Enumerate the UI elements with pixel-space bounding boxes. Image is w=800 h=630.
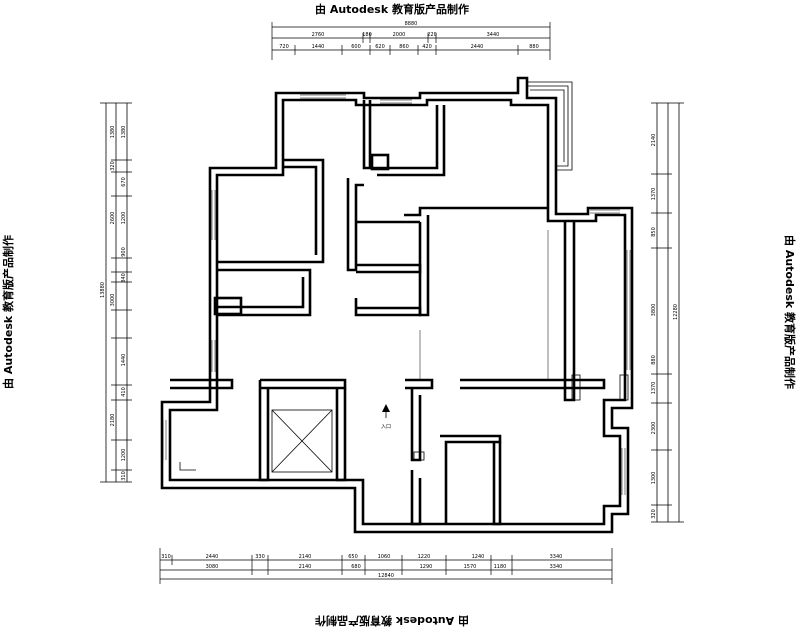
dim-bottom-r1-0: 310 xyxy=(161,554,171,560)
dim-left-2: 320 xyxy=(110,161,116,171)
dim-bottom-r1-7: 1240 xyxy=(472,554,485,560)
dim-left-total: 13880 xyxy=(100,282,106,298)
dim-right-2: 850 xyxy=(651,227,657,237)
dim-top-total: 8880 xyxy=(405,21,418,27)
exterior-walls xyxy=(160,76,634,534)
dim-right-0: 2140 xyxy=(651,134,657,147)
dim-left-9: 1440 xyxy=(121,354,127,367)
dim-top-r1-1: 180 xyxy=(362,32,372,38)
dim-bottom-r2-3: 1290 xyxy=(420,564,433,570)
dim-top-r2-7: 880 xyxy=(529,44,539,50)
dim-bottom-r1-8: 3340 xyxy=(550,554,563,560)
columns xyxy=(213,153,629,401)
dim-top-r2-6: 2440 xyxy=(471,44,484,50)
room-inner-lines xyxy=(216,230,549,380)
dim-top-r1-4: 3440 xyxy=(487,32,500,38)
dimension-right: 12280 2140 1370 850 3800 880 1370 2300 1… xyxy=(651,102,684,523)
balcony-top xyxy=(527,81,573,171)
dim-top-r2-0: 720 xyxy=(279,44,289,50)
dim-right-total: 12280 xyxy=(673,304,679,320)
dim-bottom-total: 12840 xyxy=(378,573,394,579)
dim-left-3: 670 xyxy=(121,177,127,187)
dimension-left: 13880 1380 1380 320 670 2600 1200 900 84… xyxy=(100,102,132,483)
dim-left-10: 410 xyxy=(121,387,127,397)
dim-top-r1-3: 220 xyxy=(427,32,437,38)
dim-left-12: 1200 xyxy=(121,449,127,462)
dim-bottom-r1-5: 1060 xyxy=(378,554,391,560)
dim-bottom-r2-2: 680 xyxy=(351,564,361,570)
dim-top-r2-2: 600 xyxy=(351,44,361,50)
dim-right-8: 320 xyxy=(651,509,657,519)
dim-bottom-r2-1: 2140 xyxy=(299,564,312,570)
dim-top-r2-5: 420 xyxy=(422,44,432,50)
dim-bottom-r2-4: 1570 xyxy=(464,564,477,570)
dim-bottom-r2-6: 3340 xyxy=(550,564,563,570)
watermark-top: 由 Autodesk 教育版产品制作 xyxy=(315,2,469,16)
dim-bottom-r2-5: 1180 xyxy=(494,564,507,570)
entrance-arrow-icon xyxy=(382,404,390,412)
dim-bottom-r1-1: 2440 xyxy=(206,554,219,560)
entrance-label: 入口 xyxy=(381,424,391,430)
dim-left-5: 1200 xyxy=(121,212,127,225)
fixture-left-room xyxy=(179,451,425,471)
dim-left-6: 900 xyxy=(121,247,127,257)
dim-left-11: 2180 xyxy=(110,414,116,427)
dim-left-1: 1380 xyxy=(121,126,127,139)
entrance-marker: 入口 xyxy=(381,404,391,430)
dim-top-r2-1: 1440 xyxy=(312,44,325,50)
dim-left-8: 3000 xyxy=(110,294,116,307)
dim-top-r2-4: 860 xyxy=(399,44,409,50)
dim-left-0: 1380 xyxy=(110,126,116,139)
dim-bottom-r1-3: 2140 xyxy=(299,554,312,560)
dim-bottom-r1-2: 330 xyxy=(255,554,265,560)
dim-top-r2-3: 620 xyxy=(375,44,385,50)
dim-right-7: 1300 xyxy=(651,472,657,485)
dim-bottom-r2-0: 3080 xyxy=(206,564,219,570)
dim-right-6: 2300 xyxy=(651,422,657,435)
elevator-shaft xyxy=(271,409,333,473)
dim-bottom-r1-6: 1220 xyxy=(418,554,431,560)
dim-right-1: 1370 xyxy=(651,188,657,201)
dimension-bottom: 310 2440 330 2140 650 1060 1220 1240 334… xyxy=(159,548,613,584)
dim-right-4: 880 xyxy=(651,355,657,365)
dim-left-13: 310 xyxy=(121,471,127,481)
dim-right-5: 1370 xyxy=(651,382,657,395)
dim-bottom-r1-4: 650 xyxy=(348,554,358,560)
dim-top-r1-2: 2000 xyxy=(393,32,406,38)
dim-left-4: 2600 xyxy=(110,212,116,225)
watermark-right: 由 Autodesk 教育版产品制作 xyxy=(783,235,797,389)
watermark-bottom: 由 Autodesk 教育版产品制作 xyxy=(315,614,469,628)
interior-walls xyxy=(170,100,606,526)
dimension-top: 8880 2760 180 2000 220 3440 720 1440 600… xyxy=(271,21,551,60)
dim-left-7: 840 xyxy=(121,273,127,283)
dim-top-r1-0: 2760 xyxy=(312,32,325,38)
watermark-left: 由 Autodesk 教育版产品制作 xyxy=(1,235,15,389)
windows xyxy=(162,94,631,495)
dim-right-3: 3800 xyxy=(651,304,657,317)
